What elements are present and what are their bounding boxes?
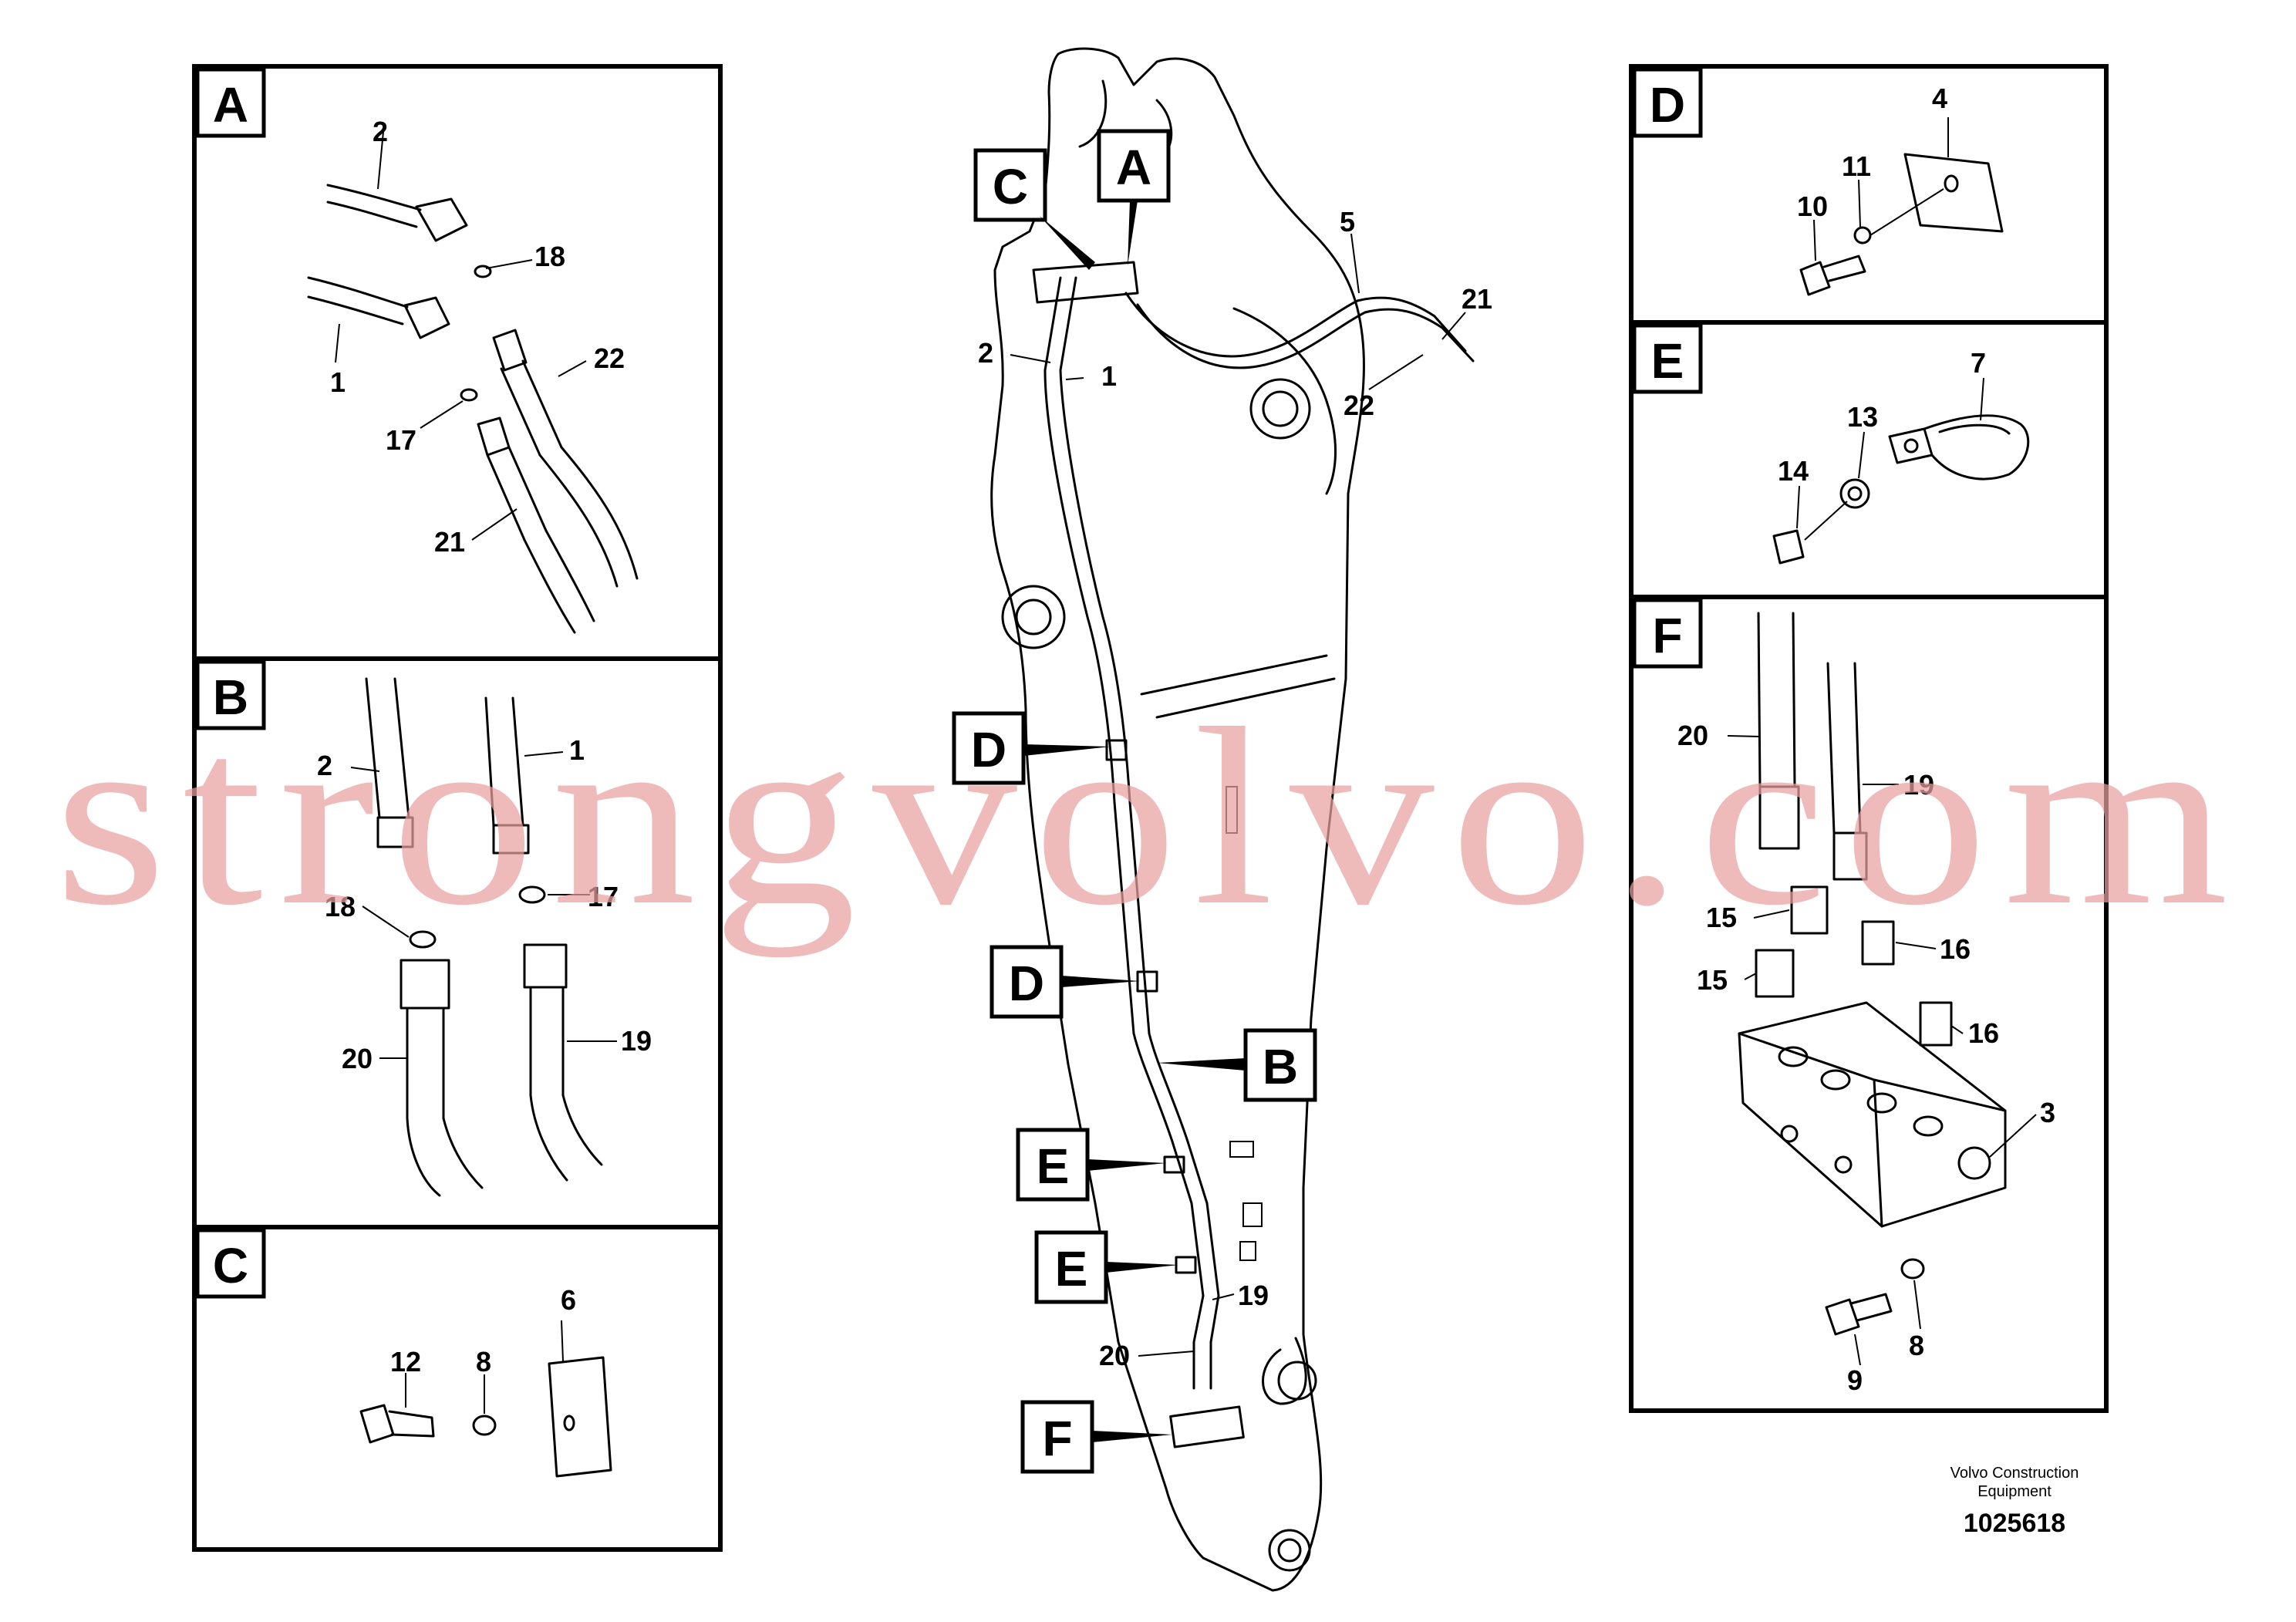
panel-f-drawing (1727, 612, 2037, 1366)
panel-c-letter-box: C (195, 1228, 266, 1299)
boom-callout-f-letter: F (1042, 1411, 1072, 1466)
panel-b-label-20: 20 (342, 1043, 373, 1074)
boom-hoses (1032, 261, 1475, 1448)
panel-a-label-1: 1 (330, 366, 346, 398)
panel-a-label-2: 2 (373, 116, 388, 147)
boom-callout-b-letter: B (1263, 1039, 1298, 1094)
panel-f-frame (1629, 595, 2109, 1413)
panel-a-frame (192, 64, 723, 661)
panel-d-letter-box: D (1632, 67, 1703, 138)
panel-b-label-1: 1 (569, 734, 585, 766)
panel-c-frame (192, 1225, 723, 1552)
boom-callout-d1-letter: D (971, 722, 1006, 777)
panel-f-letter-box: F (1632, 598, 1703, 669)
panel-f-label-8: 8 (1909, 1330, 1924, 1361)
panel-d-drawing (1799, 117, 2004, 296)
boom-label-2: 2 (978, 337, 993, 369)
boom-callout-e1-letter: E (1037, 1138, 1070, 1194)
boom-label-1: 1 (1101, 360, 1117, 392)
credit-line-1: Volvo Construction (1950, 1465, 2079, 1482)
panel-e-drawing (1772, 377, 2030, 565)
part-number: 1025618 (1964, 1509, 2065, 1538)
panel-a-label-21: 21 (434, 526, 465, 558)
boom-callout-a-letter: A (1116, 140, 1151, 195)
panel-b-label-17: 17 (588, 881, 619, 912)
panel-d-label-10: 10 (1797, 191, 1828, 222)
boom-callout-e2-letter: E (1055, 1241, 1088, 1297)
panel-a-letter-box: A (195, 67, 266, 138)
boom-label-22: 22 (1344, 389, 1374, 421)
panel-f-label-9: 9 (1847, 1364, 1863, 1396)
boom-callout-d2-letter: D (1009, 956, 1044, 1011)
panel-c-label-8: 8 (476, 1346, 491, 1378)
panel-c-letter: C (213, 1238, 248, 1293)
panel-b-letter-box: B (195, 659, 266, 730)
panel-a-label-17: 17 (386, 424, 416, 456)
panel-a-drawing (307, 123, 639, 634)
panel-e-label-14: 14 (1778, 455, 1809, 487)
panel-f-label-20: 20 (1677, 720, 1708, 751)
panel-b-label-19: 19 (621, 1025, 652, 1057)
panel-d-label-11: 11 (1842, 150, 1871, 182)
boom-callout-e1: E (1016, 1128, 1166, 1202)
panel-e-letter: E (1651, 333, 1684, 389)
panel-a-letter: A (213, 77, 248, 133)
panel-f-letter: F (1652, 608, 1682, 663)
panel-f-label-19: 19 (1903, 769, 1934, 801)
credit-line-2: Equipment (1977, 1483, 2052, 1500)
panel-a-label-22: 22 (594, 342, 625, 374)
boom-callout-e2: E (1034, 1230, 1178, 1304)
boom-callout-d2: D (990, 945, 1140, 1019)
panel-f-label-16-a: 16 (1940, 933, 1971, 965)
panel-d-label-4: 4 (1932, 83, 1947, 114)
panel-d-letter: D (1650, 77, 1685, 133)
boom-leaders (1010, 233, 1466, 1357)
panel-c-drawing (359, 1320, 612, 1478)
panel-c-label-6: 6 (561, 1284, 576, 1316)
panel-f-label-15-b: 15 (1697, 964, 1728, 996)
panel-f-label-3: 3 (2040, 1097, 2055, 1128)
panel-f-label-15-a: 15 (1706, 902, 1737, 933)
panel-b-drawing (350, 677, 617, 1197)
boom-callout-a: A (1097, 129, 1171, 266)
panel-b-letter: B (213, 669, 248, 725)
boom-label-20: 20 (1099, 1340, 1130, 1371)
boom-label-5: 5 (1340, 206, 1355, 238)
panel-e-label-7: 7 (1971, 347, 1986, 379)
boom-label-19: 19 (1238, 1280, 1269, 1311)
panel-e-label-13: 13 (1847, 401, 1878, 433)
boom-callout-c: C (973, 148, 1095, 270)
panel-f-label-16-b: 16 (1968, 1017, 1999, 1049)
watermark-text: strongvolvo.com (54, 676, 2244, 958)
boom-callout-d1: D (952, 711, 1111, 785)
panel-a-label-18: 18 (534, 241, 565, 272)
boom-callout-f: F (1020, 1400, 1172, 1474)
panel-e-letter-box: E (1632, 323, 1703, 394)
boom-structure (990, 47, 1365, 1592)
panel-b-label-18: 18 (325, 891, 356, 922)
panel-c-label-12: 12 (390, 1346, 421, 1378)
boom-label-21: 21 (1462, 283, 1492, 315)
boom-callout-b: B (1157, 1028, 1317, 1102)
boom-callout-c-letter: C (993, 159, 1028, 214)
panel-b-label-2: 2 (317, 750, 332, 781)
